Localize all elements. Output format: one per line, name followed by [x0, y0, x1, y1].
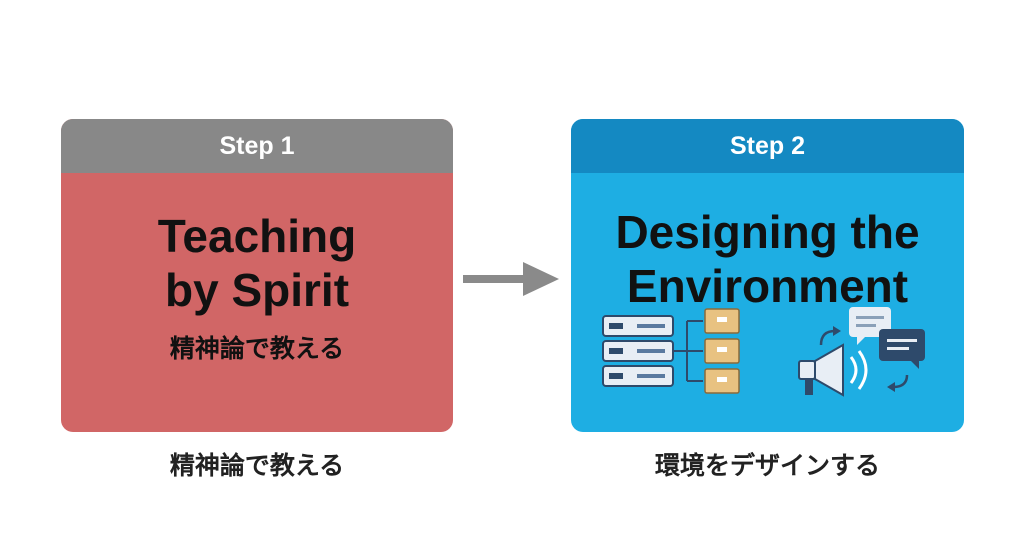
step1-card: Step 1 Teaching by Spirit 精神論で教える	[61, 119, 453, 432]
step1-title-line2: by Spirit	[164, 264, 350, 316]
megaphone-icon	[798, 343, 868, 397]
step2-caption: 環境をデザインする	[654, 452, 880, 480]
step2-header: Step 2	[571, 119, 964, 173]
chat-bubble-icon	[849, 307, 925, 369]
step1-title-line1: Teaching	[157, 210, 357, 262]
folder-icon	[704, 308, 740, 394]
step1-caption: 精神論で教える	[169, 452, 345, 480]
step1-title: Teaching by Spirit	[61, 209, 453, 317]
right-arrow-icon	[463, 262, 559, 296]
server-rack-icon	[602, 315, 674, 387]
step2-title: Designing the Environment	[571, 205, 964, 313]
connector-lines	[673, 320, 703, 382]
refresh-arrows-icon	[819, 326, 909, 392]
environment-illustration	[602, 307, 925, 397]
step2-card: Step 2 Designing the Environment	[571, 119, 964, 432]
step1-subtitle: 精神論で教える	[169, 335, 345, 363]
step2-title-line2: Environment	[626, 260, 909, 312]
step2-title-line1: Designing the	[615, 206, 920, 258]
step1-header: Step 1	[61, 119, 453, 173]
